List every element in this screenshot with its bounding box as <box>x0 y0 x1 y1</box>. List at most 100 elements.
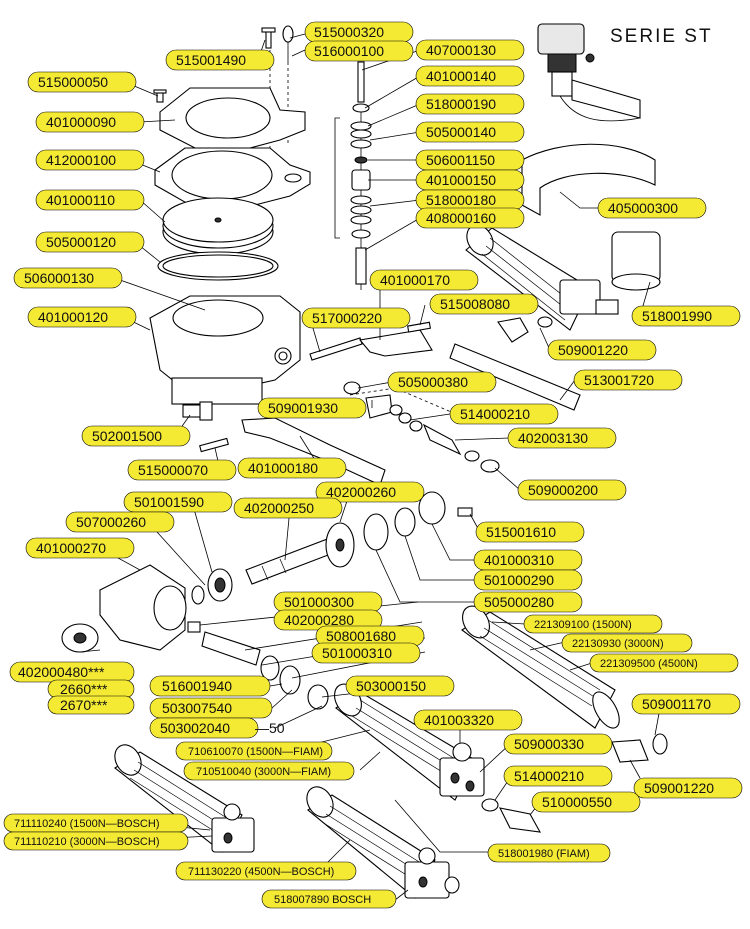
svg-text:503007540: 503007540 <box>162 700 232 716</box>
thumbnail-tool <box>537 23 641 122</box>
label-509001170: 509001170 <box>631 693 741 715</box>
label-710610070: 710610070(1500N—FIAM) <box>175 741 333 761</box>
svg-text:505000140: 505000140 <box>426 124 496 140</box>
svg-text:516000100: 516000100 <box>314 43 384 59</box>
label-401000310: 401000310 <box>473 549 583 571</box>
svg-text:518000180: 518000180 <box>426 192 496 208</box>
svg-text:501000300: 501000300 <box>284 594 354 610</box>
label-513001720: 513001720 <box>573 369 683 391</box>
label-401000140: 401000140 <box>415 65 525 87</box>
svg-text:503000150: 503000150 <box>356 678 426 694</box>
series-title: SERIE ST <box>610 26 713 47</box>
label-711130220: 711130220(4500N—BOSCH) <box>175 861 357 881</box>
svg-text:516001940: 516001940 <box>162 678 232 694</box>
svg-text:401000170: 401000170 <box>380 272 450 288</box>
label-221309100: 221309100(1500N) <box>523 614 663 634</box>
bottom-cylinder <box>306 786 460 899</box>
svg-text:401000270: 401000270 <box>36 540 106 556</box>
svg-text:221309500(4500N): 221309500(4500N) <box>600 658 698 670</box>
valve-stack <box>350 103 372 285</box>
label-515008080: 515008080 <box>429 293 539 315</box>
label-402000480: 402000480*** <box>9 661 135 683</box>
svg-text:515000070: 515000070 <box>138 462 208 478</box>
svg-text:509001930: 509001930 <box>268 400 338 416</box>
svg-text:401000120: 401000120 <box>38 309 108 325</box>
label-518001990: 518001990 <box>631 305 741 327</box>
label-711110210: 711110210(3000N—BOSCH) <box>3 831 189 851</box>
label-408000160: 408000160 <box>415 207 525 229</box>
svg-text:412000100: 412000100 <box>46 152 116 168</box>
svg-text:401000150: 401000150 <box>426 172 496 188</box>
svg-text:508001680: 508001680 <box>326 628 396 644</box>
svg-text:513001720: 513001720 <box>584 372 654 388</box>
label-518001980: 518001980(FIAM) <box>487 843 611 863</box>
svg-text:401000310: 401000310 <box>484 552 554 568</box>
label-501000300: 501000300 <box>273 591 383 613</box>
label-508001680: 508001680 <box>315 625 425 647</box>
label-501000290: 501000290 <box>473 569 583 591</box>
label-401000090: 401000090 <box>35 111 145 133</box>
label-401003320: 401003320 <box>413 709 523 731</box>
svg-text:22130930(3000N): 22130930(3000N) <box>572 638 664 650</box>
svg-text:514000210: 514000210 <box>460 406 530 422</box>
svg-text:505000380: 505000380 <box>398 374 468 390</box>
label-515001490: 515001490 <box>165 49 275 71</box>
svg-text:402000280: 402000280 <box>284 612 354 628</box>
svg-text:402000260: 402000260 <box>326 484 396 500</box>
upper-cylinder <box>465 224 619 331</box>
label-505000280: 505000280 <box>473 591 583 613</box>
label-518000180: 518000180 <box>415 189 525 211</box>
svg-text:517000220: 517000220 <box>312 310 382 326</box>
svg-text:501000310: 501000310 <box>322 645 392 661</box>
label-401000110: 401000110 <box>35 189 145 211</box>
svg-text:710610070(1500N—FIAM): 710610070(1500N—FIAM) <box>188 746 323 758</box>
label-2670: 2670*** <box>47 695 135 715</box>
label-407000130: 407000130 <box>415 39 525 61</box>
svg-text:402000480***: 402000480*** <box>18 664 105 680</box>
svg-text:515001490: 515001490 <box>176 52 246 68</box>
label-514000210-b: 514000210 <box>503 765 613 787</box>
label-402000250: 402000250 <box>233 497 343 519</box>
svg-text:221309100(1500N): 221309100(1500N) <box>534 619 632 631</box>
svg-text:405000300: 405000300 <box>608 200 678 216</box>
label-514000210: 514000210 <box>449 403 559 425</box>
svg-text:711110240(1500N—BOSCH): 711110240(1500N—BOSCH) <box>14 818 159 830</box>
svg-text:507000260: 507000260 <box>76 514 146 530</box>
label-515001610: 515001610 <box>475 521 585 543</box>
svg-text:402003130: 402003130 <box>518 430 588 446</box>
label-711110240: 711110240(1500N—BOSCH) <box>3 813 189 833</box>
label-501001590: 501001590 <box>123 491 233 513</box>
svg-text:407000130: 407000130 <box>426 42 496 58</box>
label-503000150: 503000150 <box>345 675 455 697</box>
svg-text:509000330: 509000330 <box>514 736 584 752</box>
svg-text:401000180: 401000180 <box>248 460 318 476</box>
svg-text:509001220: 509001220 <box>644 780 714 796</box>
label-509000200: 509000200 <box>517 479 627 501</box>
label-509001930: 509001930 <box>257 397 367 419</box>
middle-cylinder <box>334 683 485 801</box>
label-515000050: 515000050 <box>27 71 137 93</box>
label-401000120: 401000120 <box>27 306 137 328</box>
svg-text:711130220(4500N—BOSCH): 711130220(4500N—BOSCH) <box>188 866 334 878</box>
label-401000180: 401000180 <box>237 457 347 479</box>
label-2660: 2660*** <box>47 679 135 699</box>
label-517000220: 517000220 <box>301 307 411 329</box>
svg-text:501000290: 501000290 <box>484 572 554 588</box>
label-710510040: 710510040(3000N—FIAM) <box>183 761 355 781</box>
svg-text:515000050: 515000050 <box>38 74 108 90</box>
label-516001940: 516001940 <box>149 675 271 697</box>
svg-text:401003320: 401003320 <box>424 712 494 728</box>
svg-text:506001150: 506001150 <box>426 152 495 168</box>
svg-text:518001980(FIAM): 518001980(FIAM) <box>498 848 590 860</box>
svg-text:514000210: 514000210 <box>514 768 584 784</box>
part-labels: 515000320 516000100 515001490 407000130 … <box>3 21 743 909</box>
label-501000310: 501000310 <box>311 642 421 664</box>
svg-text:401000110: 401000110 <box>46 192 115 208</box>
svg-text:518000190: 518000190 <box>426 96 496 112</box>
svg-text:401000140: 401000140 <box>426 68 496 84</box>
label-506000130: 506000130 <box>13 267 123 289</box>
label-509001220: 509001220 <box>547 339 657 361</box>
